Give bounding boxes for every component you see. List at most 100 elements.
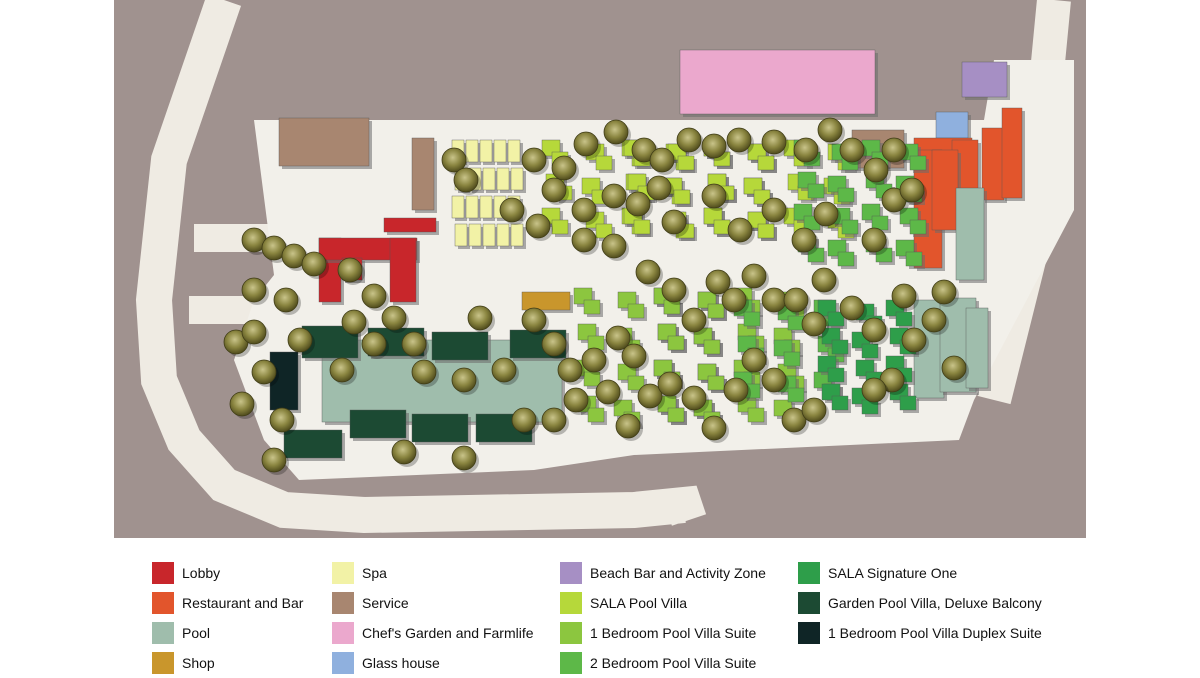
tree-icon	[625, 191, 651, 217]
sala-pool-villa-c-18	[713, 219, 731, 235]
legend-swatch-1br-duplex-suite	[798, 622, 820, 644]
tree-icon	[601, 183, 627, 209]
tree-icon	[573, 131, 599, 157]
glass-house-building	[935, 111, 969, 139]
tree-icon	[681, 307, 707, 333]
tree-icon	[451, 445, 477, 471]
two-bedroom-suite-b-8	[909, 155, 927, 171]
tree-icon	[521, 147, 547, 173]
tree-icon	[621, 343, 647, 369]
tree-icon	[861, 317, 887, 343]
tree-icon	[941, 355, 967, 381]
sala-pool-villa-b-12	[673, 189, 691, 205]
legend-label-shop: Shop	[182, 655, 215, 671]
garden-villa-3	[431, 331, 489, 361]
legend-swatch-restaurant-and-bar	[152, 592, 174, 614]
legend-item-2br-pool-villa-suite: 2 Bedroom Pool Villa Suite	[560, 652, 756, 674]
legend-item-spa: Spa	[332, 562, 387, 584]
garden-villa-5	[283, 429, 343, 459]
tree-icon	[701, 415, 727, 441]
legend-item-pool: Pool	[152, 622, 210, 644]
one-bedroom-suite-b-26	[667, 407, 685, 423]
legend-item-restaurant-and-bar: Restaurant and Bar	[152, 592, 303, 614]
legend-item-chefs-garden: Chef's Garden and Farmlife	[332, 622, 534, 644]
lobby-wing-right	[389, 237, 417, 303]
pool-long	[955, 187, 985, 281]
tree-icon	[269, 407, 295, 433]
legend-swatch-service	[332, 592, 354, 614]
sala-pool-villa-c-20	[757, 223, 775, 239]
legend-swatch-1br-pool-villa-suite	[560, 622, 582, 644]
tree-icon	[287, 327, 313, 353]
tree-icon	[637, 383, 663, 409]
tree-icon	[595, 379, 621, 405]
tree-icon	[557, 357, 583, 383]
legend-swatch-garden-pool-villa	[798, 592, 820, 614]
tree-icon	[839, 137, 865, 163]
tree-icon	[411, 359, 437, 385]
legend-label-1br-duplex-suite: 1 Bedroom Pool Villa Duplex Suite	[828, 625, 1042, 641]
two-bedroom-suite-2	[743, 311, 761, 327]
sala-pool-villa-b-4	[677, 155, 695, 171]
tree-icon	[781, 407, 807, 433]
tree-icon	[329, 357, 355, 383]
spa-unit-16	[454, 223, 468, 247]
legend-swatch-beach-bar	[560, 562, 582, 584]
tree-icon	[451, 367, 477, 393]
tree-icon	[657, 371, 683, 397]
one-bedroom-suite-4	[627, 303, 645, 319]
legend-item-garden-pool-villa: Garden Pool Villa, Deluxe Balcony	[798, 592, 1042, 614]
sala-pool-villa-4	[595, 155, 613, 171]
tree-icon	[891, 283, 917, 309]
tree-icon	[793, 137, 819, 163]
tree-icon	[601, 233, 627, 259]
shop-building	[521, 291, 571, 311]
tree-icon	[491, 357, 517, 383]
restaurant-right-2	[1001, 107, 1023, 199]
tree-icon	[861, 377, 887, 403]
one-bedroom-suite-b-20	[707, 375, 725, 391]
service-building-1	[278, 117, 370, 167]
tree-icon	[783, 287, 809, 313]
legend-swatch-2br-pool-villa-suite	[560, 652, 582, 674]
tree-icon	[453, 167, 479, 193]
legend-label-restaurant-and-bar: Restaurant and Bar	[182, 595, 304, 611]
spa-unit-9	[496, 167, 510, 191]
tree-icon	[839, 295, 865, 321]
spa-unit-13	[479, 195, 493, 219]
tree-icon	[571, 227, 597, 253]
trees	[223, 117, 969, 475]
sala-signature-one-20	[831, 395, 849, 411]
sala-pool-villa-b-18	[633, 219, 651, 235]
tree-icon	[863, 157, 889, 183]
legend-label-garden-pool-villa: Garden Pool Villa, Deluxe Balcony	[828, 595, 1042, 611]
tree-icon	[705, 269, 731, 295]
tree-icon	[241, 319, 267, 345]
one-bedroom-suite-b-30	[747, 407, 765, 423]
resort-site-map	[114, 0, 1086, 538]
tree-icon	[661, 277, 687, 303]
legend-label-sala-pool-villa: SALA Pool Villa	[590, 595, 688, 611]
tree-icon	[701, 183, 727, 209]
tree-icon	[791, 227, 817, 253]
two-bedroom-suite-10	[783, 351, 801, 367]
tree-icon	[721, 287, 747, 313]
legend-item-service: Service	[332, 592, 409, 614]
tree-icon	[676, 127, 702, 153]
spa-unit-11	[451, 195, 465, 219]
lobby-annex	[383, 217, 437, 233]
legend-item-beach-bar: Beach Bar and Activity Zone	[560, 562, 766, 584]
tree-icon	[571, 197, 597, 223]
tree-icon	[817, 117, 843, 143]
tree-icon	[541, 331, 567, 357]
tree-icon	[563, 387, 589, 413]
tree-icon	[931, 279, 957, 305]
legend-label-1br-pool-villa-suite: 1 Bedroom Pool Villa Suite	[590, 625, 757, 641]
legend-label-spa: Spa	[362, 565, 387, 581]
sala-signature-one-6	[895, 311, 913, 327]
legend-swatch-sala-signature-one	[798, 562, 820, 584]
service-building-2	[411, 137, 435, 211]
tree-icon	[381, 305, 407, 331]
one-bedroom-suite-26	[587, 407, 605, 423]
legend-item-1br-duplex-suite: 1 Bedroom Pool Villa Duplex Suite	[798, 622, 1042, 644]
